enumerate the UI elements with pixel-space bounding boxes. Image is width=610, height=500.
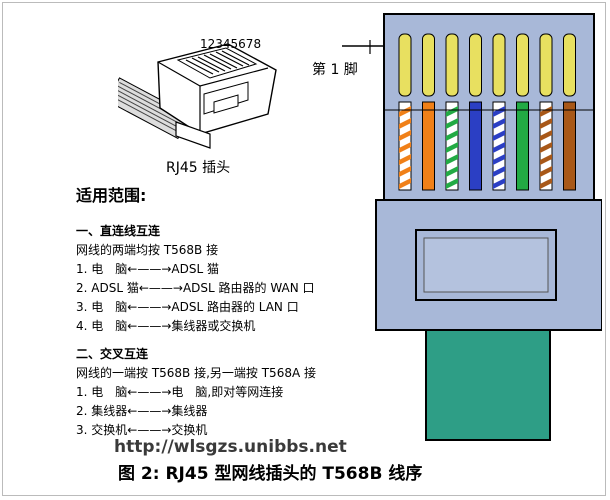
figure-caption: 图 2: RJ45 型网线插头的 T568B 线序 (118, 464, 423, 484)
wire-stripe (540, 166, 552, 177)
wire-stripe (399, 130, 411, 141)
wire-stripe (540, 142, 552, 153)
connector-housing (383, 13, 595, 201)
wire-stripe (446, 118, 458, 129)
crossover-item: 3. 交换机←——→交换机 (76, 423, 208, 437)
wire-stripe (493, 106, 505, 117)
crossover-rule: 网线的一端按 T568B 接,另一端按 T568A 接 (76, 366, 316, 380)
wire-stripe (399, 166, 411, 177)
wire-6 (516, 101, 529, 191)
wire-stripe (399, 106, 411, 117)
wire-stripe (446, 178, 458, 189)
straight-item: 1. 电 脑←——→ADSL 猫 (76, 262, 219, 276)
wire-stripe (493, 178, 505, 189)
t568b-connector-diagram (375, 13, 602, 441)
wire-stripe (399, 142, 411, 153)
straight-item: 2. ADSL 猫←——→ADSL 路由器的 WAN 口 (76, 281, 315, 295)
wire-stripe (446, 166, 458, 177)
straight-item: 4. 电 脑←——→集线器或交换机 (76, 319, 256, 333)
contact-pin-7 (539, 33, 553, 97)
wire-stripe (446, 142, 458, 153)
contact-pin-5 (492, 33, 506, 97)
crossover-section: 二、交叉互连 网线的一端按 T568B 接,另一端按 T568A 接 1. 电 … (76, 345, 316, 440)
pin-numbers-label: 12345678 (200, 37, 262, 51)
wire-stripe (493, 118, 505, 129)
wire-stripe (493, 166, 505, 177)
wire-4 (469, 101, 482, 191)
wire-8 (563, 101, 576, 191)
image-frame (2, 2, 606, 496)
straight-section: 一、直连线互连 网线的两端均按 T568B 接 1. 电 脑←——→ADSL 猫… (76, 222, 315, 336)
watermark-url: http://wlsgzs.unibbs.net (114, 437, 347, 457)
contact-pin-1 (398, 33, 412, 97)
pin1-label: 第 1 脚 (312, 62, 358, 78)
wire-stripe (399, 154, 411, 165)
wire-stripe (493, 142, 505, 153)
cable-boot (425, 329, 551, 441)
scope-title: 适用范围: (76, 186, 147, 205)
wire-stripe (540, 130, 552, 141)
wire-stripe (446, 106, 458, 117)
wire-2 (422, 101, 435, 191)
contact-pin-3 (445, 33, 459, 97)
wire-set (398, 33, 576, 191)
wire-stripe (493, 130, 505, 141)
straight-heading: 一、直连线互连 (76, 224, 161, 238)
plug-caption: RJ45 插头 (166, 160, 231, 176)
wire-stripe (446, 154, 458, 165)
wire-stripe (446, 130, 458, 141)
wire-stripe (540, 178, 552, 189)
contact-pin-6 (516, 33, 529, 97)
wire-stripe (493, 154, 505, 165)
contact-pin-4 (469, 33, 482, 97)
wire-stripe (399, 178, 411, 189)
wire-stripe (540, 118, 552, 129)
wire-stripe (399, 118, 411, 129)
straight-rule: 网线的两端均按 T568B 接 (76, 243, 219, 257)
contact-pin-2 (422, 33, 435, 97)
straight-item: 3. 电 脑←——→ADSL 路由器的 LAN 口 (76, 300, 299, 314)
contact-pin-8 (563, 33, 576, 97)
wire-stripe (540, 106, 552, 117)
crossover-item: 2. 集线器←——→集线器 (76, 404, 208, 418)
crossover-heading: 二、交叉互连 (76, 347, 149, 361)
rj45-plug-illustration (106, 22, 288, 162)
crossover-item: 1. 电 脑←——→电 脑,即对等网连接 (76, 385, 284, 399)
wire-stripe (540, 154, 552, 165)
